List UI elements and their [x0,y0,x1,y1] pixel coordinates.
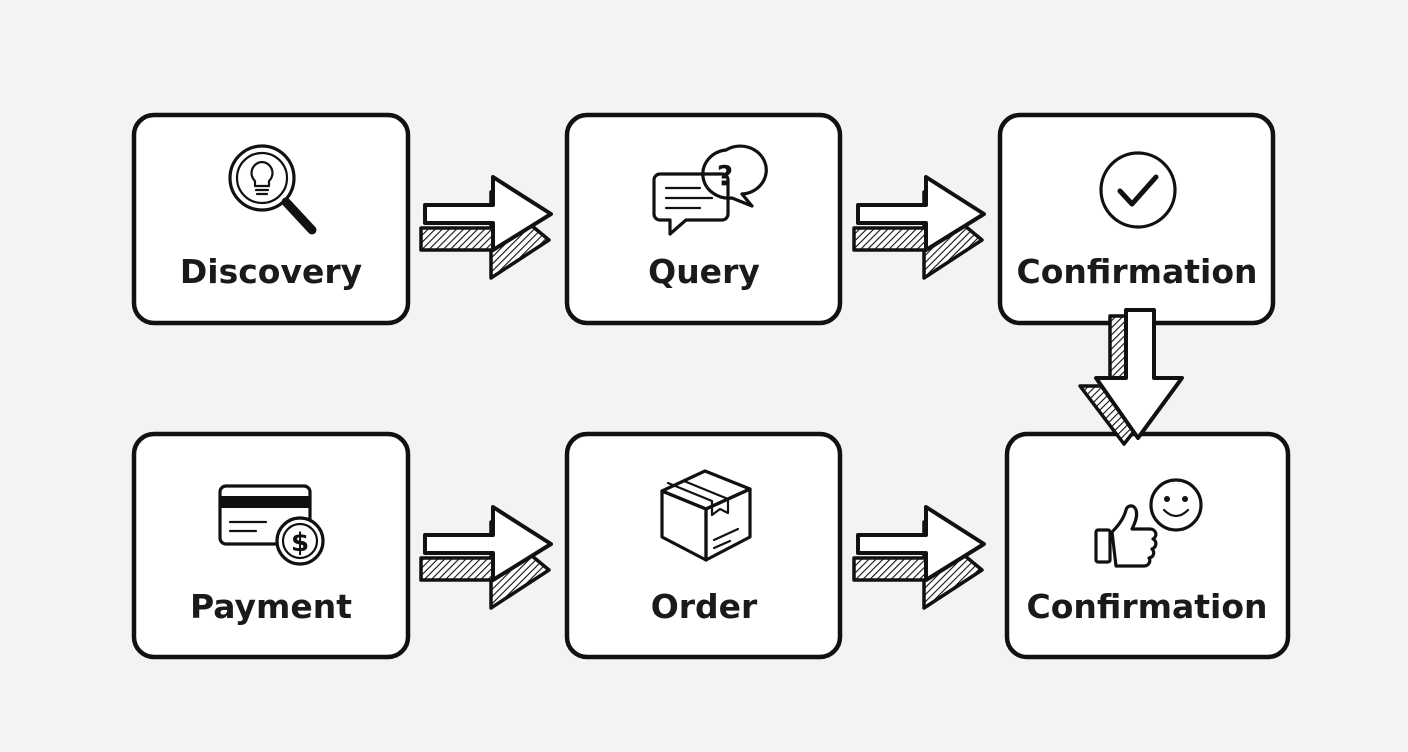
node-box-discovery [131,112,411,326]
arrow-confirmation-1-to-confirmation-2 [1078,308,1184,446]
node-box-order [564,431,843,660]
chat-question-icon: ? [652,144,768,236]
svg-text:$: $ [291,528,309,558]
thumbs-up-smiley-icon [1094,478,1203,568]
node-box-confirmation-1 [997,112,1276,326]
checkmark-circle-icon [1099,151,1177,229]
node-label-confirmation-1: Confirmation [1016,252,1257,291]
node-box-confirmation-2 [1004,431,1291,660]
node-label-discovery: Discovery [180,252,362,291]
arrow-query-to-confirmation-1 [852,175,986,280]
arrow-discovery-to-query [419,175,553,280]
node-label-order: Order [651,587,758,626]
lightbulb-magnifier-icon [228,144,317,235]
package-box-icon [660,469,752,562]
card-dollar-icon: $ [218,484,325,566]
arrow-payment-to-order [419,505,553,610]
arrow-order-to-confirmation-2 [852,505,986,610]
svg-text:?: ? [717,159,733,192]
node-label-confirmation-2: Confirmation [1026,587,1267,626]
node-label-query: Query [648,252,760,291]
node-label-payment: Payment [190,587,352,626]
